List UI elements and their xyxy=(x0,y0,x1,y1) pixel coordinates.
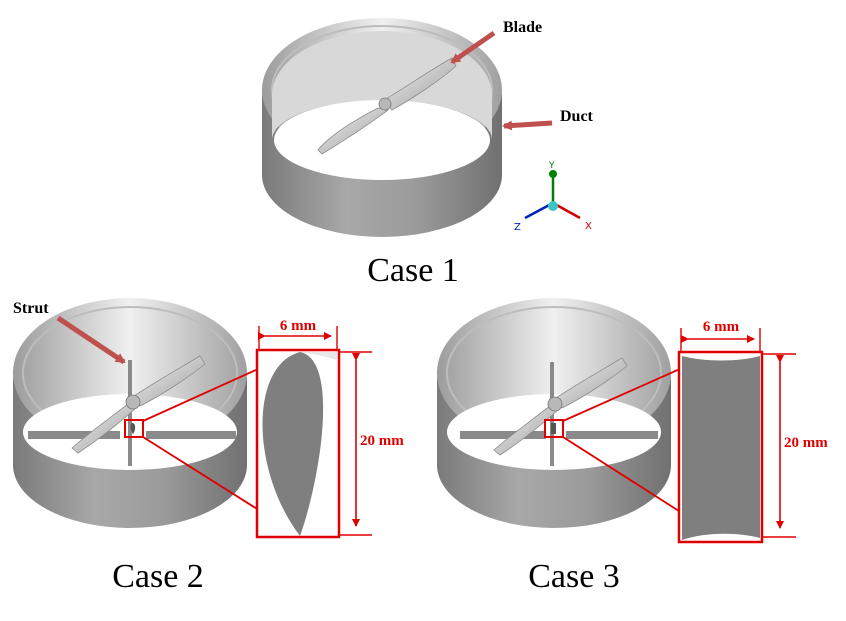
case3-height-label: 20 mm xyxy=(784,435,828,451)
horizontal-strut xyxy=(28,431,120,439)
case3-width-label: 6 mm xyxy=(703,319,740,335)
blade xyxy=(555,357,628,409)
streamlined-strut-section xyxy=(262,352,324,536)
duct-inner-wall xyxy=(272,31,492,140)
hub xyxy=(125,394,141,410)
duct-label: Duct xyxy=(560,108,594,125)
case1-model xyxy=(262,18,502,237)
horizontal-strut xyxy=(146,431,236,439)
horizontal-strut xyxy=(460,431,546,439)
section-highlight-box xyxy=(544,419,564,438)
hub xyxy=(378,97,392,111)
strut-section-mini xyxy=(551,423,556,434)
section-background-wedge xyxy=(300,352,337,360)
case2-width-label: 6 mm xyxy=(280,318,317,334)
blade-arrow xyxy=(450,30,496,65)
hub xyxy=(547,396,563,412)
case2-caption: Case 2 xyxy=(112,558,204,595)
case3-caption: Case 3 xyxy=(528,558,620,595)
duct-arrow xyxy=(502,120,553,131)
blade xyxy=(133,355,206,407)
strut-label: Strut xyxy=(13,300,49,317)
axis-triad: Y X Z xyxy=(514,161,592,233)
z-axis-label: Z xyxy=(514,222,521,233)
strut-section-mini xyxy=(130,423,136,434)
horizontal-strut xyxy=(566,431,658,439)
y-axis-tip xyxy=(549,170,557,178)
blade-label: Blade xyxy=(503,19,542,36)
case2-height-label: 20 mm xyxy=(360,433,404,449)
strut-arrow xyxy=(56,315,126,365)
rectangular-strut-section xyxy=(682,356,760,540)
x-axis-label: X xyxy=(585,221,592,232)
y-axis-label: Y xyxy=(548,161,555,171)
section-highlight-box xyxy=(124,419,144,438)
case1-caption: Case 1 xyxy=(367,252,459,289)
blade xyxy=(317,107,389,155)
origin-sphere xyxy=(548,201,558,211)
case2-model xyxy=(13,298,247,528)
case3-model xyxy=(437,298,671,528)
duct-opening xyxy=(274,100,490,180)
blade xyxy=(383,57,457,111)
